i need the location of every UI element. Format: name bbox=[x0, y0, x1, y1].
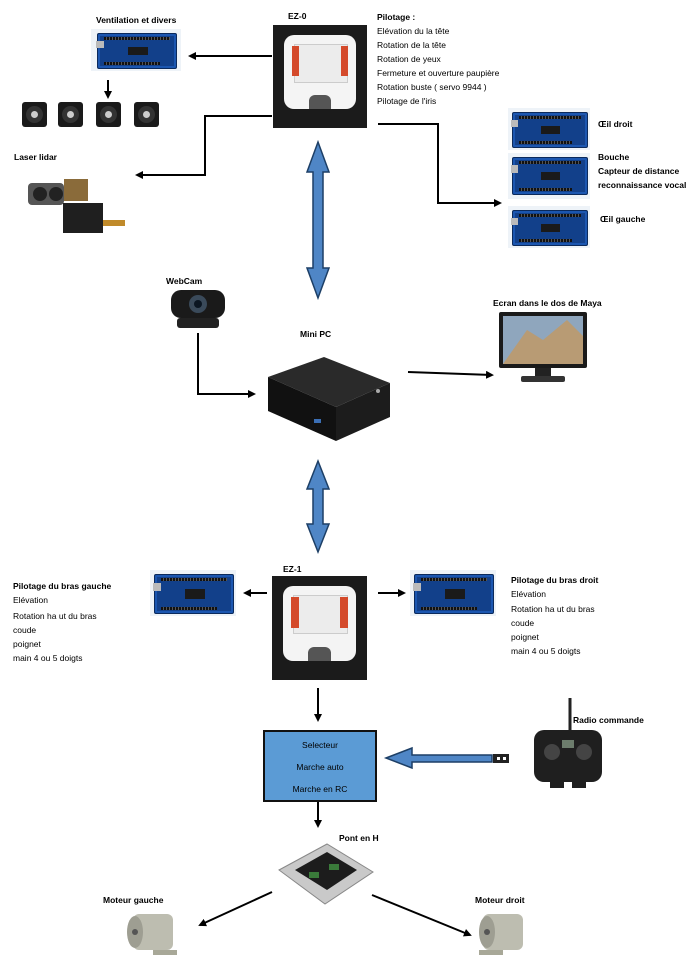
arrow-ez0-to-eyes bbox=[378, 123, 502, 207]
motor-left-label: Moteur gauche bbox=[103, 895, 164, 905]
right-arm-item: Rotation ha ut du bras bbox=[511, 604, 595, 614]
arrow-hbridge-to-motor-left bbox=[198, 891, 273, 927]
fan-icon bbox=[134, 102, 159, 127]
arrow-radio-to-selector bbox=[383, 746, 493, 770]
motor-right-label: Moteur droit bbox=[475, 895, 525, 905]
mouth-item: Bouche bbox=[598, 152, 630, 162]
webcam-image bbox=[167, 288, 229, 330]
eye-right-label: Œil droit bbox=[598, 119, 633, 129]
fan-icon bbox=[22, 102, 47, 127]
mouth-item: reconnaissance vocal bbox=[598, 180, 687, 190]
ventilation-label: Ventilation et divers bbox=[96, 15, 177, 25]
motor-left-image bbox=[123, 906, 181, 956]
pilotage-item: Elévation du la tête bbox=[377, 26, 450, 36]
pilotage-item: Rotation buste ( servo 9944 ) bbox=[377, 82, 487, 92]
laser-label: Laser lidar bbox=[14, 152, 57, 162]
selector-title: Selecteur bbox=[302, 740, 338, 750]
arrow-pc-to-screen bbox=[407, 370, 494, 379]
mini-pc-image bbox=[260, 345, 396, 445]
hbridge-image bbox=[275, 832, 375, 914]
selector-item: Marche en RC bbox=[292, 784, 348, 794]
screen-image bbox=[497, 310, 589, 386]
eye-right-board bbox=[508, 108, 590, 150]
laser-lidar-image bbox=[18, 165, 128, 243]
ez1-label: EZ-1 bbox=[283, 564, 302, 574]
eye-left-board bbox=[508, 206, 590, 248]
left-arm-board bbox=[150, 570, 236, 616]
mouth-board bbox=[508, 153, 590, 199]
arrow-ez0-to-laser bbox=[135, 115, 272, 179]
ez1-controller bbox=[272, 576, 367, 680]
fan-icon bbox=[96, 102, 121, 127]
fan-group bbox=[20, 100, 170, 132]
webcam-label: WebCam bbox=[166, 276, 203, 286]
right-arm-item: poignet bbox=[511, 632, 539, 642]
eye-left-label: Œil gauche bbox=[600, 214, 646, 224]
pilotage-item: Fermeture et ouverture paupière bbox=[377, 68, 500, 78]
pilotage-item: Rotation de yeux bbox=[377, 54, 441, 64]
right-arm-item: main 4 ou 5 doigts bbox=[511, 646, 581, 656]
fan-icon bbox=[58, 102, 83, 127]
arrow-hbridge-to-motor-right bbox=[371, 894, 472, 937]
double-arrow-ez0-pc bbox=[305, 139, 331, 301]
pilotage-item: Rotation de la tête bbox=[377, 40, 446, 50]
right-arm-board bbox=[410, 570, 496, 616]
right-arm-title: Pilotage du bras droit bbox=[511, 575, 599, 585]
left-arm-item: Elévation bbox=[13, 595, 48, 605]
left-arm-item: main 4 ou 5 doigts bbox=[13, 653, 83, 663]
double-arrow-pc-ez1 bbox=[305, 458, 331, 555]
left-arm-title: Pilotage du bras gauche bbox=[13, 581, 112, 591]
left-arm-item: coude bbox=[13, 625, 37, 635]
ez0-label: EZ-0 bbox=[288, 11, 307, 21]
selector-item: Marche auto bbox=[296, 762, 344, 772]
arrow-webcam-to-pc bbox=[197, 333, 256, 398]
left-arm-item: Rotation ha ut du bras bbox=[13, 611, 97, 621]
screen-label: Ecran dans le dos de Maya bbox=[493, 298, 602, 308]
ez0-controller bbox=[273, 25, 367, 128]
radio-label: Radio commande bbox=[573, 715, 644, 725]
selector-box: Selecteur Marche auto Marche en RC bbox=[263, 730, 377, 802]
minipc-label: Mini PC bbox=[300, 329, 332, 339]
motor-right-image bbox=[475, 906, 533, 956]
ventilation-board bbox=[91, 29, 181, 71]
right-arm-item: Elévation bbox=[511, 589, 546, 599]
radio-controller-image bbox=[528, 696, 606, 792]
hbridge-label: Pont en H bbox=[339, 833, 379, 843]
left-arm-item: poignet bbox=[13, 639, 41, 649]
pilotage-title: Pilotage : bbox=[377, 12, 416, 22]
right-arm-item: coude bbox=[511, 618, 535, 628]
mouth-item: Capteur de distance bbox=[598, 166, 680, 176]
pilotage-item: Pilotage de l'iris bbox=[377, 96, 437, 106]
